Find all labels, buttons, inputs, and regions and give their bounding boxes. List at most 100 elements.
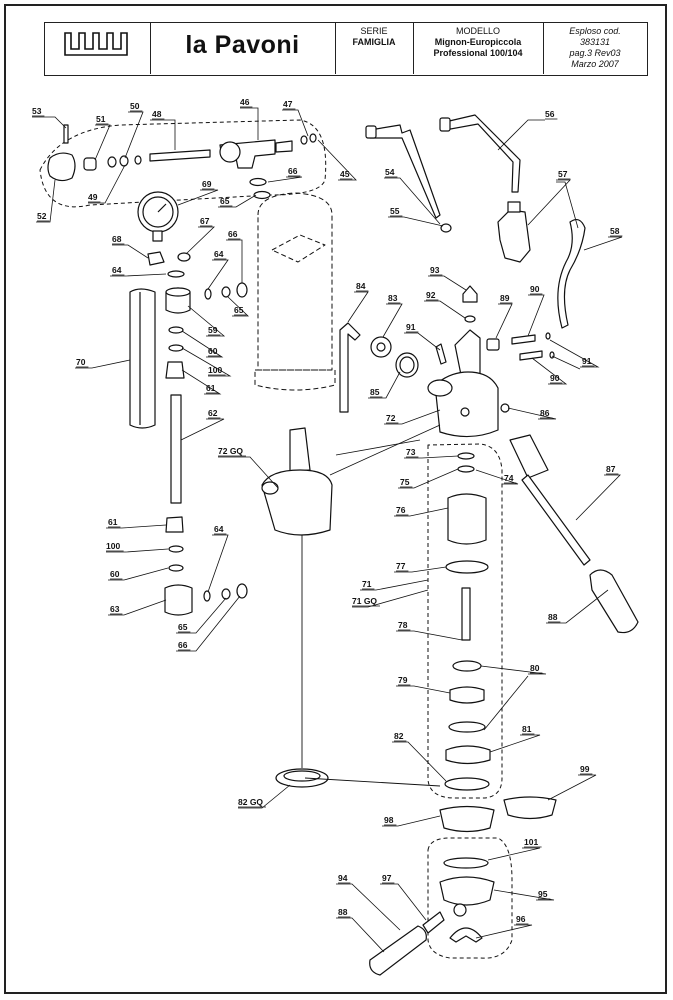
modello-box: MODELLO Mignon-Europiccola Professional …: [413, 23, 544, 74]
part-label-59: 59: [208, 325, 218, 335]
part-label-65a: 65: [220, 196, 230, 206]
part-label-68: 68: [112, 234, 122, 244]
drawing-sheet: [4, 4, 667, 994]
esploso-code: 383131: [579, 37, 611, 47]
part-label-67: 67: [200, 216, 210, 226]
part-label-80: 80: [530, 663, 540, 673]
handle-insert-97: [422, 911, 445, 934]
title-block: la Pavoni SERIE FAMIGLIA MODELLO Mignon-…: [44, 22, 648, 76]
part-53-pin: [63, 124, 69, 144]
part-label-88a: 88: [548, 612, 558, 622]
page-revision: pag.3 Rev03: [569, 48, 621, 58]
lever-bracket: [509, 434, 549, 479]
steam-tip-57: [497, 209, 531, 263]
boiler-ghost: [254, 192, 336, 391]
pipe-84: [339, 322, 361, 413]
part-label-101: 101: [524, 837, 538, 847]
part-label-66c: 66: [178, 640, 188, 650]
part-label-51: 51: [96, 114, 106, 124]
part-label-72gq: 72 GQ: [218, 446, 243, 456]
serie-box: SERIE FAMIGLIA: [335, 23, 414, 74]
sight-glass-cover: [129, 288, 156, 429]
part-label-74: 74: [504, 473, 514, 483]
brand-box: la Pavoni: [150, 23, 336, 74]
modello-label: MODELLO: [455, 26, 500, 36]
part-label-65c: 65: [178, 622, 188, 632]
part-label-50: 50: [130, 101, 140, 111]
part-label-61b: 61: [108, 517, 118, 527]
part-label-52: 52: [37, 211, 47, 221]
steam-pipe-54: [369, 124, 441, 219]
part-label-57: 57: [558, 169, 568, 179]
part-label-46: 46: [240, 97, 250, 107]
part-label-93: 93: [430, 265, 440, 275]
part-label-95: 95: [538, 889, 548, 899]
part-label-99: 99: [580, 764, 590, 774]
part-label-73: 73: [406, 447, 416, 457]
part-label-84: 84: [356, 281, 366, 291]
part-label-100a: 100: [208, 365, 222, 375]
esploso-label: Esploso cod.: [569, 26, 621, 36]
part-label-49: 49: [88, 192, 98, 202]
part-label-81: 81: [522, 724, 532, 734]
part-label-90b: 90: [550, 373, 560, 383]
part-label-88b: 88: [338, 907, 348, 917]
lever-87: [521, 474, 591, 566]
part-label-64a: 64: [112, 265, 122, 275]
group-head-gq: [261, 469, 333, 536]
part-label-86: 86: [540, 408, 550, 418]
part-label-82gq: 82 GQ: [238, 797, 263, 807]
part-label-64b: 64: [214, 249, 224, 259]
part-label-75: 75: [400, 477, 410, 487]
la-pavoni-logo-icon: [64, 32, 128, 56]
part-label-98: 98: [384, 815, 394, 825]
part-label-66b: 66: [228, 229, 238, 239]
part-label-91a: 91: [406, 322, 416, 332]
part-label-87: 87: [606, 464, 616, 474]
part-label-92: 92: [426, 290, 436, 300]
part-label-90a: 90: [530, 284, 540, 294]
model-line-1: Mignon-Europiccola: [434, 37, 522, 47]
filter-basket-98: [439, 805, 495, 833]
part-label-56: 56: [545, 109, 555, 119]
brand-name: la Pavoni: [185, 31, 300, 59]
part-label-71: 71: [362, 579, 372, 589]
part-label-47: 47: [283, 99, 293, 109]
steam-pipe-56: [444, 114, 521, 193]
part-label-60a: 60: [208, 346, 218, 356]
part-label-82: 82: [394, 731, 404, 741]
portafilter-handle-88: [369, 925, 427, 976]
part-label-66a: 66: [288, 166, 298, 176]
sight-glass-tube: [170, 394, 182, 504]
model-line-2: Professional 100/104: [433, 48, 523, 58]
part-label-83: 83: [388, 293, 398, 303]
part-label-100b: 100: [106, 541, 120, 551]
part-label-60b: 60: [110, 569, 120, 579]
part-label-62: 62: [208, 408, 218, 418]
part-label-63: 63: [110, 604, 120, 614]
steam-valve-rod: [149, 149, 211, 162]
part-label-48: 48: [152, 109, 162, 119]
part-label-61a: 61: [206, 383, 216, 393]
logo-box: [45, 23, 151, 74]
part-label-89: 89: [500, 293, 510, 303]
part-label-54: 54: [385, 167, 395, 177]
part-label-97: 97: [382, 873, 392, 883]
part-label-69: 69: [202, 179, 212, 189]
part-label-78: 78: [398, 620, 408, 630]
part-label-58: 58: [610, 226, 620, 236]
part-label-79: 79: [398, 675, 408, 685]
part-label-71gq: 71 GQ: [352, 596, 377, 606]
part-label-76: 76: [396, 505, 406, 515]
steam-knob: [47, 152, 76, 182]
part-label-53: 53: [32, 106, 42, 116]
serie-label: SERIE: [360, 26, 388, 36]
part-label-70: 70: [76, 357, 86, 367]
part-label-91b: 91: [582, 356, 592, 366]
steam-pipe-58: [557, 218, 586, 329]
part-label-55: 55: [390, 206, 400, 216]
code-box: Esploso cod. 383131 pag.3 Rev03 Marzo 20…: [543, 23, 647, 74]
filter-basket-99: [503, 796, 557, 820]
part-label-96: 96: [516, 914, 526, 924]
